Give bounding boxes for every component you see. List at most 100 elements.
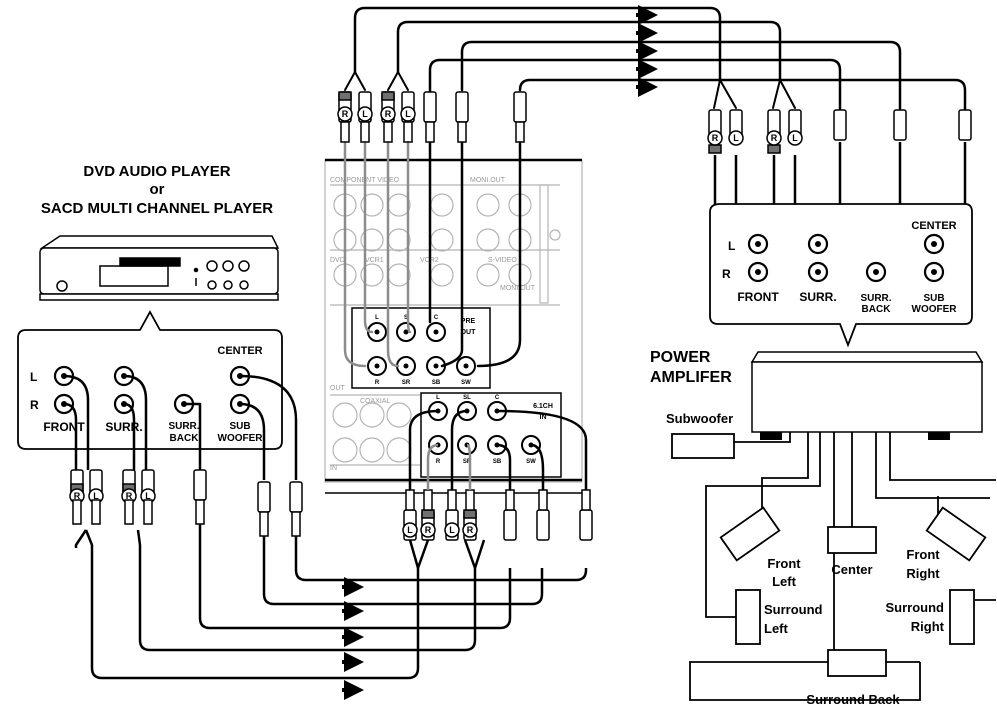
- amp-front-label: FRONT: [737, 290, 779, 304]
- plug-letter: L: [93, 491, 99, 501]
- front-left-speaker: [719, 506, 781, 562]
- source-title: DVD AUDIO PLAYER or SACD MULTI CHANNEL P…: [41, 163, 273, 217]
- plug-letter: R: [467, 525, 474, 535]
- amp-subwoofer-label-line1: SUB: [923, 293, 944, 304]
- dvd-player-illustration: [39, 235, 280, 301]
- input-label-line1: 6.1CH: [533, 403, 553, 410]
- faint-label: OUT: [330, 385, 346, 392]
- input-jack-label: SW: [526, 459, 536, 465]
- amp-surround-label: SURR.: [799, 290, 836, 304]
- pre-out-jack-label: SW: [461, 380, 471, 386]
- front-left-label-line1: Front: [767, 556, 801, 571]
- input-jack-label: SR: [463, 459, 472, 465]
- rca-plugs-amp-top: [707, 109, 972, 154]
- amp-surround-back-label-line1: SURR.: [860, 293, 891, 304]
- pre-out-cables: [343, 6, 967, 368]
- amp-title-line2: AMPLIFER: [650, 369, 732, 386]
- subwoofer-speaker: [671, 433, 735, 459]
- source-left-label: L: [30, 370, 37, 384]
- front-right-label-line1: Front: [906, 547, 940, 562]
- faint-label: IN: [330, 465, 337, 472]
- speaker-wires: [689, 432, 996, 701]
- pre-out-block: PRE OUT L S C R SR SB SW: [351, 307, 491, 389]
- surround-right-speaker: [949, 589, 975, 645]
- amp-subwoofer-label-line2: WOOFER: [912, 304, 958, 315]
- plug-letter: R: [385, 109, 392, 119]
- surround-right-label-line2: Right: [911, 619, 945, 634]
- pre-out-jack-label: SR: [402, 380, 411, 386]
- pre-out-jack-label: R: [375, 380, 380, 386]
- surround-back-label: Surround Back: [806, 692, 900, 707]
- amp-right-label: R: [722, 267, 731, 281]
- source-output-cables: [63, 374, 298, 480]
- front-left-label-line2: Left: [772, 574, 797, 589]
- rca-plugs-receiver-bottom: [402, 489, 593, 541]
- input-jack-cables: [408, 409, 588, 490]
- front-right-speaker: [925, 506, 987, 562]
- amp-center-label: CENTER: [911, 220, 956, 232]
- plug-letter: R: [74, 491, 81, 501]
- faint-label: DVD: [330, 257, 345, 264]
- plug-letter: R: [342, 109, 349, 119]
- source-subwoofer-label-line1: SUB: [229, 421, 250, 432]
- plug-letter: L: [362, 109, 368, 119]
- input-jack-label: SL: [463, 395, 471, 401]
- surround-left-label-line2: Left: [764, 621, 789, 636]
- speaker-labels: Subwoofer Front Left Center Front Right …: [666, 411, 945, 707]
- input-jack-label: SB: [493, 459, 502, 465]
- plug-letter: R: [771, 133, 778, 143]
- pre-out-label-line2: OUT: [461, 329, 477, 336]
- source-front-label: FRONT: [43, 420, 85, 434]
- faint-label: VCR1: [365, 257, 384, 264]
- power-amplifier: POWER AMPLIFER: [650, 349, 984, 440]
- rca-plugs-source: [69, 469, 303, 537]
- amp-surround-back-label-line2: BACK: [862, 304, 892, 315]
- plug-letter: L: [405, 109, 411, 119]
- amp-terminal-callout: L R FRONT SURR. SURR. BACK CENTER SUB WO…: [709, 203, 973, 348]
- front-right-label-line2: Right: [906, 566, 940, 581]
- input-jack-label: C: [495, 395, 500, 401]
- input-jack-label: R: [436, 459, 441, 465]
- plug-letter: R: [425, 525, 432, 535]
- source-output-callout: L R FRONT SURR. SURR. BACK CENTER SUB WO…: [17, 310, 283, 450]
- input-jack-label: L: [436, 395, 440, 401]
- plug-letter: L: [145, 491, 151, 501]
- center-speaker: [827, 526, 877, 554]
- plug-letter: L: [792, 133, 798, 143]
- pre-out-jack-label: SB: [432, 380, 441, 386]
- faint-label: COAXIAL: [360, 398, 390, 405]
- input-cables: [74, 524, 588, 680]
- signal-arrows-top: [636, 5, 658, 97]
- speakers: [671, 433, 987, 677]
- rca-plugs-receiver-top: [337, 91, 527, 143]
- surround-left-label-line1: Surround: [764, 602, 823, 617]
- plug-letter: R: [126, 491, 133, 501]
- plug-letter: L: [449, 525, 455, 535]
- signal-arrows-bottom: [342, 577, 364, 700]
- faint-label: MONI.OUT: [500, 285, 536, 292]
- pre-out-jack-label: L: [375, 315, 379, 321]
- amp-title-line1: POWER: [650, 349, 711, 366]
- multichannel-input-block: 6.1CH IN L SL C R SR SB SW: [420, 392, 562, 478]
- surround-back-speaker: [827, 649, 887, 677]
- faint-label: S-VIDEO: [488, 257, 517, 264]
- source-title-line3: SACD MULTI CHANNEL PLAYER: [41, 200, 273, 217]
- amp-left-label: L: [728, 239, 735, 253]
- surround-right-label-line1: Surround: [886, 600, 945, 615]
- pre-out-jack-label: C: [434, 315, 439, 321]
- plug-letter: R: [712, 133, 719, 143]
- pre-out-label-line1: PRE: [461, 318, 476, 325]
- plug-letter: L: [407, 525, 413, 535]
- source-center-label: CENTER: [217, 345, 262, 357]
- center-label: Center: [831, 562, 872, 577]
- source-surround-back-label-line2: BACK: [170, 433, 200, 444]
- faint-label: MONI.OUT: [470, 177, 506, 184]
- subwoofer-label: Subwoofer: [666, 411, 733, 426]
- source-subwoofer-label-line2: WOOFER: [218, 433, 264, 444]
- source-title-line2: or: [150, 181, 165, 198]
- source-surround-label: SURR.: [105, 420, 142, 434]
- source-title-line1: DVD AUDIO PLAYER: [83, 163, 230, 180]
- input-label-line2: IN: [540, 414, 547, 421]
- source-right-label: R: [30, 398, 39, 412]
